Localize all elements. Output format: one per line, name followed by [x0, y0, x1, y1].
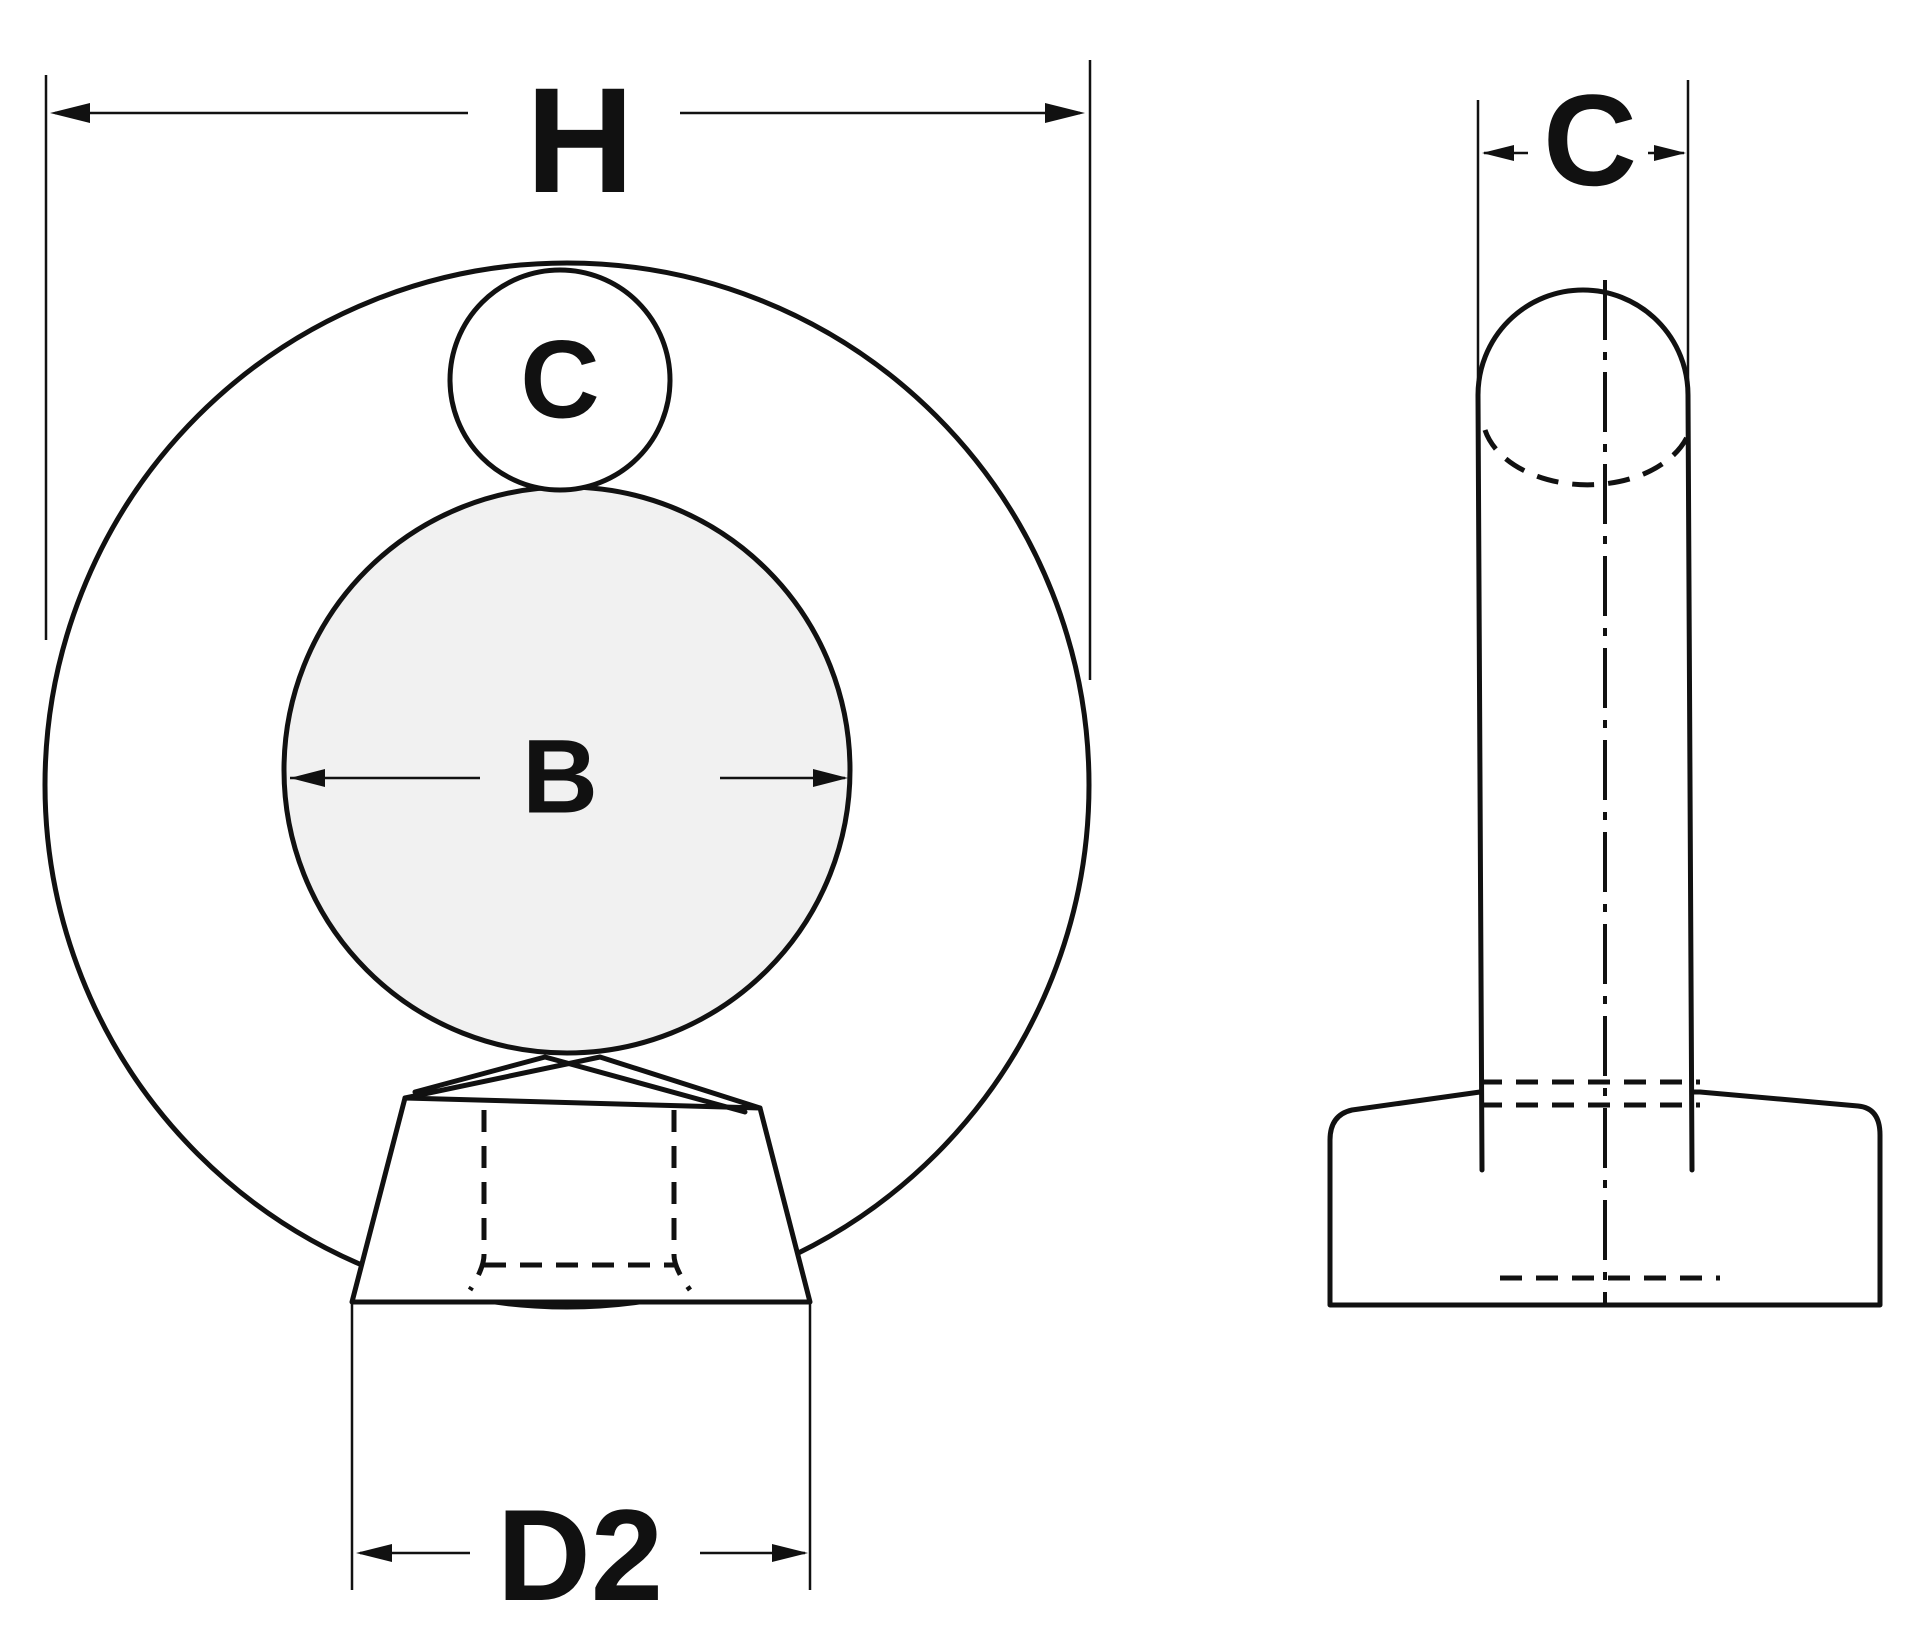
label-B: B [522, 719, 598, 836]
B-arrow-left [290, 769, 325, 787]
neck-lines [402, 1054, 763, 1115]
side-hidden-threads [1480, 1079, 1720, 1281]
collar-body [349, 1095, 813, 1305]
B-arrow-right [813, 769, 848, 787]
dimension-H: H [44, 56, 1092, 680]
C-arrow-right [1654, 145, 1686, 161]
label-D2: D2 [497, 1482, 663, 1628]
side-base [1327, 1089, 1883, 1308]
dimension-B: B [290, 719, 848, 836]
D2-arrow-left [356, 1544, 392, 1562]
side-shank [1475, 287, 1695, 1173]
label-C-front: C [520, 319, 599, 442]
side-view: C [1327, 67, 1883, 1308]
label-C-side: C [1543, 67, 1637, 213]
outer-ring-outline [42, 260, 1092, 1310]
H-arrow-left [50, 103, 90, 123]
front-view: H B C D2 [42, 56, 1092, 1628]
side-hidden-section [1482, 429, 1693, 488]
C-arrow-left [1482, 145, 1514, 161]
section-circle [447, 267, 673, 493]
dimension-C-side: C [1476, 67, 1690, 400]
dimension-D2: D2 [350, 1302, 812, 1628]
label-H: H [526, 56, 634, 224]
thread-hidden-lines [467, 1110, 693, 1292]
H-arrow-right [1045, 103, 1085, 123]
D2-arrow-right [772, 1544, 808, 1562]
